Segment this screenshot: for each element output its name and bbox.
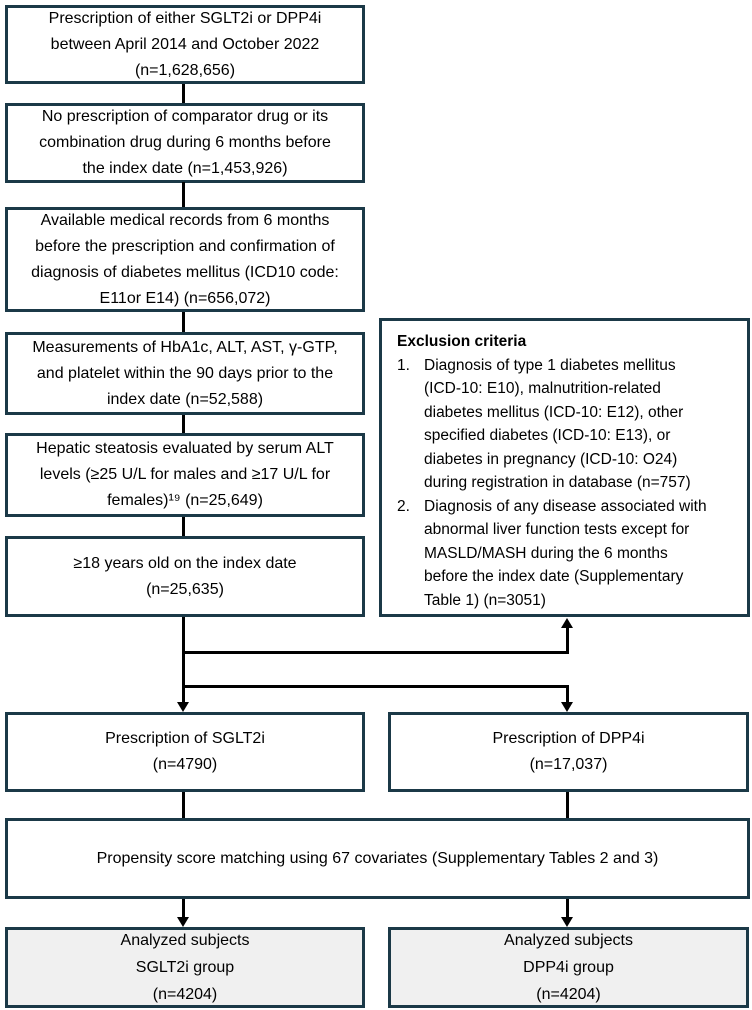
box-initial-cohort-count: (n=1,628,656) xyxy=(134,61,236,79)
connector-no-comparator-to-records xyxy=(182,182,185,207)
box-propensity-matching-line: Propensity score matching using 67 covar… xyxy=(96,849,659,867)
connector-sglt2i-to-psm xyxy=(182,792,185,818)
box-hepatic-steatosis: Hepatic steatosis evaluated by serum ALT… xyxy=(5,433,365,517)
exclusion-item-2-text: Diagnosis of any disease associated with… xyxy=(424,495,737,613)
connector-records-to-labs xyxy=(182,312,185,332)
box-age-18: ≥18 years old on the index date (n=25,63… xyxy=(5,536,365,617)
connector-psm-to-analyzed-sglt2i xyxy=(182,899,185,918)
box-prescription-dpp4i: Prescription of DPP4i (n=17,037) xyxy=(388,712,749,792)
box-propensity-matching: Propensity score matching using 67 covar… xyxy=(5,818,750,899)
arrowhead-into-exclusion xyxy=(561,618,573,628)
arrowhead-into-analyzed-sglt2i xyxy=(177,917,189,927)
exclusion-item-1-text: Diagnosis of type 1 diabetes mellitus (I… xyxy=(424,354,737,495)
exclusion-criteria-title: Exclusion criteria xyxy=(397,333,527,350)
box-medical-records-line: diagnosis of diabetes mellitus (ICD10 co… xyxy=(31,263,339,281)
box-analyzed-dpp4i-line: Analyzed subjects xyxy=(504,932,633,949)
exclusion-item-1-line: specified diabetes (ICD-10: E13), or xyxy=(424,427,671,444)
box-analyzed-dpp4i: Analyzed subjects DPP4i group (n=4204) xyxy=(388,927,749,1008)
box-lab-measurements-line: Measurements of HbA1c, ALT, AST, γ-GTP, xyxy=(32,338,338,356)
connector-initial-to-no-comparator xyxy=(182,84,185,103)
exclusion-item-1-line: diabetes in pregnancy (ICD-10: O24) xyxy=(424,450,678,468)
box-lab-measurements-line: and platelet within the 90 days prior to… xyxy=(36,364,334,382)
exclusion-item-2-line: before the index date (Supplementary xyxy=(424,568,684,585)
arrowhead-into-analyzed-dpp4i xyxy=(561,917,573,927)
box-analyzed-sglt2i-line: Analyzed subjects xyxy=(120,932,250,949)
connector-age18-to-sglt2i xyxy=(182,617,185,703)
box-hepatic-steatosis-line: levels (≥25 U/L for males and ≥17 U/L fo… xyxy=(39,466,331,483)
connector-dpp4i-to-psm xyxy=(566,792,569,818)
box-prescription-sglt2i-count: (n=4790) xyxy=(152,756,218,773)
box-medical-records-line: Available medical records from 6 months xyxy=(40,211,330,229)
box-hepatic-steatosis-line: Hepatic steatosis evaluated by serum ALT xyxy=(36,440,334,457)
exclusion-item-1-line: Diagnosis of type 1 diabetes mellitus xyxy=(424,356,676,374)
box-age-18-line: ≥18 years old on the index date xyxy=(73,554,297,572)
box-lab-measurements-count: index date (n=52,588) xyxy=(106,390,264,408)
box-analyzed-dpp4i-line: DPP4i group xyxy=(523,959,614,976)
exclusion-item-2-line: Diagnosis of any disease associated with xyxy=(424,497,707,515)
connector-branch-to-dpp4i xyxy=(182,685,569,688)
exclusion-item-2-line: Table 1) (n=3051) xyxy=(424,591,546,609)
box-medical-records-line: before the prescription and confirmation… xyxy=(35,237,335,255)
box-initial-cohort: Prescription of either SGLT2i or DPP4i b… xyxy=(5,5,365,84)
exclusion-item-2-line: MASLD/MASH during the 6 months xyxy=(424,544,668,562)
exclusion-item-2-number: 2. xyxy=(397,497,410,515)
box-analyzed-sglt2i-count: (n=4204) xyxy=(152,986,218,1003)
box-medical-records: Available medical records from 6 months … xyxy=(5,207,365,312)
exclusion-item-2-line: abnormal liver function tests except for xyxy=(424,521,690,538)
box-no-comparator-drug-line: combination drug during 6 months before xyxy=(39,134,331,151)
exclusion-item-2: 2. Diagnosis of any disease associated w… xyxy=(397,495,737,613)
box-analyzed-dpp4i-count: (n=4204) xyxy=(536,986,601,1003)
box-no-comparator-drug: No prescription of comparator drug or it… xyxy=(5,103,365,183)
box-exclusion-criteria: Exclusion criteria 1. Diagnosis of type … xyxy=(379,318,750,617)
box-no-comparator-drug-count: the index date (n=1,453,926) xyxy=(82,160,288,177)
connector-psm-to-analyzed-dpp4i xyxy=(566,899,569,918)
arrowhead-into-dpp4i xyxy=(561,702,573,712)
exclusion-item-1-line: during registration in database (n=757) xyxy=(424,474,691,491)
box-lab-measurements: Measurements of HbA1c, ALT, AST, γ-GTP, … xyxy=(5,332,365,415)
connector-branch-to-exclusion xyxy=(182,651,569,654)
connector-branch-to-exclusion-riser xyxy=(566,627,569,653)
box-analyzed-sglt2i-line: SGLT2i group xyxy=(135,959,235,976)
box-medical-records-count: E11or E14) (n=656,072) xyxy=(99,289,271,307)
box-prescription-dpp4i-count: (n=17,037) xyxy=(529,756,608,773)
exclusion-item-1-line: (ICD-10: E10), malnutrition-related xyxy=(424,380,661,397)
exclusion-item-1-number: 1. xyxy=(397,356,410,374)
box-initial-cohort-line: Prescription of either SGLT2i or DPP4i xyxy=(48,9,322,27)
box-no-comparator-drug-line: No prescription of comparator drug or it… xyxy=(41,108,329,125)
box-analyzed-sglt2i: Analyzed subjects SGLT2i group (n=4204) xyxy=(5,927,365,1008)
box-prescription-sglt2i: Prescription of SGLT2i (n=4790) xyxy=(5,712,365,792)
connector-branch-to-dpp4i-drop xyxy=(566,685,569,703)
connector-steatosis-to-age18 xyxy=(182,517,185,536)
box-initial-cohort-line: between April 2014 and October 2022 xyxy=(50,35,320,53)
connector-labs-to-steatosis xyxy=(182,415,185,433)
box-prescription-sglt2i-line: Prescription of SGLT2i xyxy=(105,730,265,747)
exclusion-item-1-line: diabetes mellitus (ICD-10: E12), other xyxy=(424,403,684,421)
exclusion-item-1: 1. Diagnosis of type 1 diabetes mellitus… xyxy=(397,354,737,495)
arrowhead-into-sglt2i xyxy=(177,702,189,712)
box-prescription-dpp4i-line: Prescription of DPP4i xyxy=(492,730,645,747)
box-age-18-count: (n=25,635) xyxy=(146,580,224,598)
box-hepatic-steatosis-count: females)¹⁹ (n=25,649) xyxy=(107,492,263,509)
